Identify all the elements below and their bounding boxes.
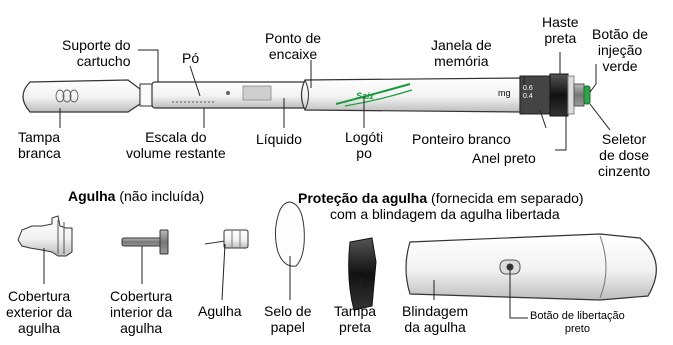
- label-janela-memoria: Janela de memória: [431, 37, 492, 69]
- protecao-title: Proteção da agulha (fornecida em separad…: [298, 190, 584, 206]
- label-escala: Escala do volume restante: [126, 129, 226, 161]
- label-seletor-dose: Seletor de dose cinzento: [598, 131, 651, 179]
- label-haste-preta: Haste preta: [542, 14, 579, 46]
- label-po: Pó: [182, 50, 200, 66]
- protecao-title-rest: (fornecida em separado): [427, 190, 584, 206]
- inner-needle-cap: [121, 229, 169, 255]
- protecao-title-bold: Proteção da agulha: [298, 190, 428, 206]
- needle-part: [204, 229, 249, 249]
- pen-body: [300, 77, 521, 113]
- paper-seal: [274, 201, 305, 267]
- pen-dial-area: [519, 73, 591, 117]
- label-anel-preto: Anel preto: [472, 150, 536, 166]
- label-agulha: Agulha: [198, 303, 242, 319]
- label-ponteiro-branco: Ponteiro branco: [412, 131, 511, 147]
- label-botao-libertacao: Botão de libertação preto: [530, 310, 625, 335]
- agulha-title-bold: Agulha: [68, 188, 116, 204]
- label-cobertura-exterior: Cobertura exterior da agulha: [6, 288, 73, 336]
- pen-leader-lines: [59, 49, 611, 151]
- black-cap: [348, 237, 377, 311]
- pen-dial-text: 0.6 0.4: [523, 85, 533, 100]
- label-cobertura-interior: Cobertura interior da agulha: [110, 288, 173, 336]
- outer-needle-cap: [17, 215, 73, 257]
- label-ponto-encaixe: Ponto de encaixe: [265, 30, 322, 62]
- label-liquido: Líquido: [256, 131, 302, 147]
- label-tampa-branca: Tampa branca: [18, 129, 61, 161]
- label-selo-papel: Selo de papel: [264, 303, 312, 335]
- cartridge-holder: [139, 81, 308, 109]
- pen-logo-text: Saiz: [356, 91, 375, 101]
- agulha-title-rest: (não incluída): [115, 188, 205, 204]
- agulha-title: Agulha (não incluída): [68, 188, 204, 204]
- label-suporte-cartucho: Suporte do cartucho: [62, 37, 131, 69]
- white-cap: [22, 79, 141, 113]
- label-logotipo: Logóti po: [345, 129, 384, 161]
- label-botao-injecao: Botão de injeção verde: [592, 26, 649, 74]
- label-blindagem: Blindagem da agulha: [402, 303, 469, 335]
- pen-mg-text: mg: [498, 88, 511, 98]
- needle-shield: [405, 233, 657, 301]
- protecao-title-line2: com a blindagem da agulha libertada: [330, 206, 560, 222]
- needle-leader-lines: [43, 243, 528, 319]
- label-tampa-preta: Tampa preta: [334, 303, 377, 335]
